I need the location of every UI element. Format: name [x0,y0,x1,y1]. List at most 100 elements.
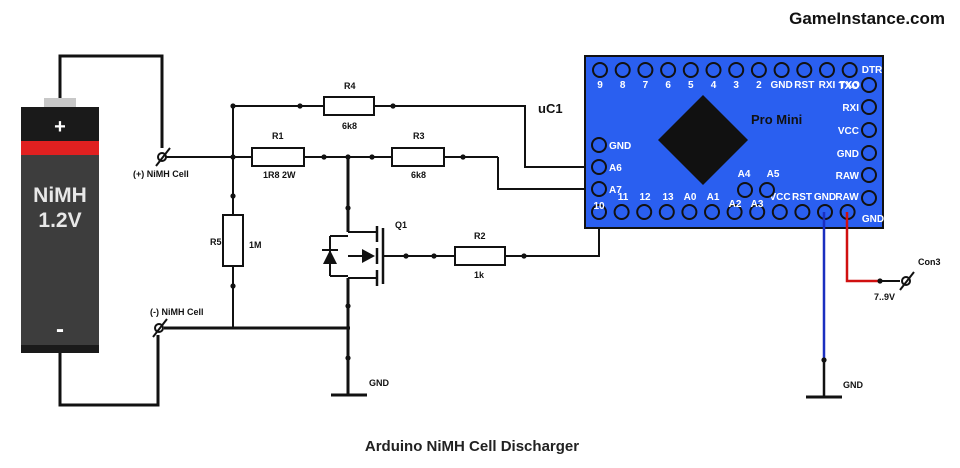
header-pin [614,62,631,78]
header-pin [841,62,858,78]
header-pin [759,182,775,198]
pin-label: A4 [738,169,751,180]
pin-label: 9 [597,80,603,91]
battery: + NiMH 1.2V - [21,98,99,353]
pin-label: RAW [835,192,859,203]
resistor-r3 [391,147,445,167]
junction-dot [297,103,303,109]
con3-terminal [899,271,915,291]
pin-label: A5 [767,169,780,180]
pin-label: VCC [838,126,859,137]
header-pin [861,77,877,93]
pin-label: GND [814,192,836,203]
junction-dot [345,154,351,160]
junction-dot [431,253,437,259]
header-pin [613,204,630,220]
pin-label: TXO [838,81,859,92]
header-pin [705,62,722,78]
header-pin [681,204,698,220]
battery-chem: NiMH [33,184,87,207]
header-pin [637,62,654,78]
header-pin [861,167,877,183]
wire-to-a7 [497,157,593,190]
r3-value: 6k8 [411,170,426,180]
pin-label: VCC [769,192,790,203]
junction-dot [230,154,236,160]
battery-pos-wire [58,54,164,148]
pin-label: 7 [643,80,649,91]
pin-label: 4 [711,80,717,91]
pin-label: TXO [839,80,860,91]
battery-red-band [21,141,99,155]
header-pin [591,181,607,197]
pin-label: 10 [593,201,605,212]
header-pin [591,204,607,220]
header-pin [658,204,675,220]
battery-minus: - [56,316,64,343]
r1-label: R1 [272,131,284,141]
mosfet-q1 [322,226,392,286]
resistor-r4 [323,96,375,116]
pin-label: A0 [684,192,697,203]
junction-dot [230,283,236,289]
header-pin [771,204,788,220]
pin-label: RXI [842,103,859,114]
header-pin [726,204,743,220]
r5-value: 1M [249,240,262,250]
junction-dot [390,103,396,109]
r2-value: 1k [474,270,485,280]
pin-label: 3 [733,80,739,91]
pin-label: A3 [751,199,764,210]
r3-label: R3 [413,131,425,141]
con3-voltage: 7..9V [874,292,895,302]
r5-label: R5 [210,237,222,247]
r2-label: R2 [474,231,486,241]
header-pin [749,204,766,220]
junction-dot [230,103,236,109]
pin-label: A6 [609,163,622,174]
arduino-ref: uC1 [538,101,563,116]
r1-value: 1R8 2W [263,170,296,180]
pin-label: RAW [836,171,860,182]
resistor-r1 [251,147,305,167]
battery-bottom-band [21,345,99,353]
battery-neg-wire [58,335,160,407]
arduino-chip [658,95,748,185]
arduino-name: Pro Mini [751,112,802,127]
battery-voltage: 1.2V [38,209,81,232]
junction-dot [321,154,327,160]
pos-terminal-label: (+) NiMH Cell [133,169,189,179]
pin-label: 13 [662,192,674,203]
header-pin [728,62,745,78]
battery-cap [44,98,76,108]
header-pin [796,62,813,78]
wire-to-a6 [374,105,593,168]
header-pin [861,145,877,161]
wire-raw-red [845,212,880,283]
header-pin [591,137,607,153]
r4-label: R4 [344,81,356,91]
header-pin [704,204,720,220]
header-pin [591,159,607,175]
pin-label: RST [792,192,812,203]
pin-label: 6 [665,80,671,91]
header-pin [737,182,753,198]
header-pin [636,204,653,220]
pin-label: DTR [862,65,883,76]
header-pin [773,62,790,78]
header-pin [750,62,767,78]
pin-label: A2 [729,199,742,210]
junction-dot [345,205,351,211]
pin-label: GND [609,141,631,152]
pin-label: GND [862,214,884,225]
neg-terminal-label: (-) NiMH Cell [150,307,204,317]
pin-label: A7 [609,185,622,196]
pin-label: 11 [618,192,629,203]
junction-dot [877,278,883,284]
brand-label: GameInstance.com [789,9,945,28]
header-pin [682,62,699,78]
pin-label: A1 [707,192,720,203]
junction-dot [230,193,236,199]
